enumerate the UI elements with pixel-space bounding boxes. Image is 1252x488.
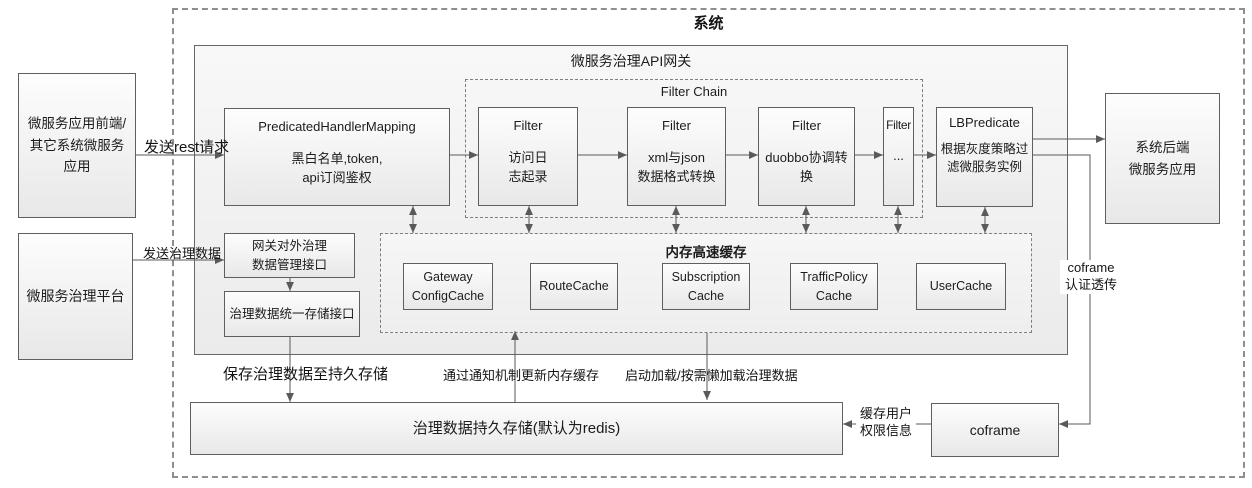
unified-storage-api-box: 治理数据统一存储接口 (224, 291, 360, 337)
coframe-label: coframe (969, 421, 1021, 438)
lb-predicate-line1: 根据灰度策略过 (940, 141, 1029, 156)
frontend-apps-label-line1: 微服务应用前端/ (27, 116, 127, 132)
cache-user-line1: 缓存用户 (859, 406, 912, 421)
mgmt-api-line1: 网关对外治理 (251, 239, 327, 254)
persistent-storage-label: 治理数据持久存储(默认为redis) (412, 419, 621, 437)
filter1-line2: 志起录 (508, 168, 548, 184)
coframe-auth-line1: coframe (1067, 260, 1115, 275)
backend-apps-label-line2: 微服务应用 (1128, 161, 1197, 177)
mgmt-api-line2: 数据管理接口 (251, 257, 327, 272)
user-cache-box: UserCache (916, 263, 1006, 310)
cache4-line1: TrafficPolicy (800, 270, 868, 285)
phm-title: PredicatedHandlerMapping (258, 119, 416, 134)
filter2-line1: xml与json (647, 149, 706, 165)
edge-label-coframe-auth: coframe 认证透传 (1060, 260, 1122, 294)
unified-storage-api-label: 治理数据统一存储接口 (229, 306, 355, 321)
filter2-line2: 数据格式转换 (637, 168, 716, 184)
lb-predicate-box: LBPredicate 根据灰度策略过 滤微服务实例 (936, 107, 1033, 207)
route-cache-box: RouteCache (530, 263, 618, 310)
persistent-storage-box: 治理数据持久存储(默认为redis) (190, 402, 843, 455)
gateway-title: 微服务治理API网关 (570, 53, 692, 69)
frontend-apps-label-line2: 其它系统微服务 (29, 137, 125, 153)
edge-label-save-gov: 保存治理数据至持久存储 (223, 366, 389, 383)
governance-platform-box: 微服务治理平台 (18, 233, 133, 360)
filter1-title: Filter (513, 118, 543, 133)
cache-user-line2: 权限信息 (859, 422, 912, 438)
cache4-line2: Cache (815, 288, 853, 303)
system-title: 系统 (693, 15, 724, 32)
subscription-cache-box: Subscription Cache (662, 263, 750, 310)
traffic-policy-cache-box: TrafficPolicy Cache (790, 263, 878, 310)
filter3-title: Filter (792, 118, 821, 133)
frontend-apps-box: 微服务应用前端/ 其它系统微服务 应用 (18, 73, 136, 218)
filter-chain-title: Filter Chain (660, 84, 728, 99)
backend-apps-label-line1: 系统后端 (1135, 139, 1190, 155)
filter2-title: Filter (662, 118, 691, 133)
filter-more-box: Filter ... (883, 107, 914, 206)
filter-xml-json-box: Filter xml与json 数据格式转换 (627, 107, 726, 206)
cache1-line1: Gateway (423, 270, 473, 285)
filter4-title: Filter (886, 118, 911, 132)
frontend-apps-label-line3: 应用 (63, 159, 91, 175)
governance-platform-label: 微服务治理平台 (26, 288, 125, 305)
cache3-line2: Cache (687, 288, 725, 303)
phm-line1: 黑白名单,token, (291, 150, 383, 166)
edge-label-notify-update: 通过通知机制更新内存缓存 (443, 368, 600, 383)
filter-access-log-box: Filter 访问日 志起录 (478, 107, 578, 206)
edge-label-boot-load: 启动加载/按需懒加载治理数据 (625, 368, 798, 383)
filter4-line1: ... (893, 148, 904, 164)
cache3-line1: Subscription (671, 270, 741, 285)
filter3-line1: duobbo协调转 (765, 149, 848, 165)
lb-predicate-title: LBPredicate (949, 115, 1020, 130)
phm-line2: api订阅鉴权 (302, 169, 372, 185)
filter-chain-container: Filter Chain (465, 79, 923, 218)
memory-cache-title: 内存高速缓存 (665, 245, 747, 260)
edge-label-send-gov: 发送治理数据 (143, 246, 222, 261)
filter-duobbo-box: Filter duobbo协调转 换 (758, 107, 855, 206)
system-boundary-box (172, 8, 1245, 478)
cache1-line2: ConfigCache (411, 288, 485, 303)
edge-label-cache-user: 缓存用户 权限信息 (856, 406, 916, 440)
coframe-box: coframe (931, 403, 1059, 457)
gateway-config-cache-box: Gateway ConfigCache (403, 263, 493, 310)
gateway-mgmt-api-box: 网关对外治理 数据管理接口 (224, 233, 355, 278)
lb-predicate-line2: 滤微服务实例 (946, 159, 1022, 174)
coframe-auth-line2: 认证透传 (1064, 276, 1117, 292)
cache2-line1: RouteCache (539, 279, 609, 294)
edge-label-send-rest: 发送rest请求 (144, 139, 230, 156)
cache5-line1: UserCache (929, 279, 993, 294)
filter3-line2: 换 (799, 168, 813, 184)
backend-apps-box: 系统后端 微服务应用 (1105, 93, 1220, 224)
filter1-line1: 访问日 (508, 149, 548, 165)
predicated-handler-mapping-box: PredicatedHandlerMapping 黑白名单,token, api… (224, 108, 450, 206)
